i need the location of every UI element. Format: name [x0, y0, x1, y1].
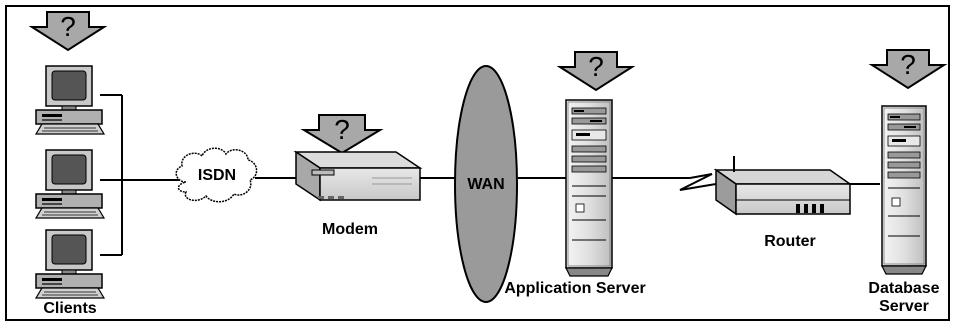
question-mark-modem: ? [334, 114, 350, 145]
wan-ellipse [454, 65, 518, 303]
application-server-label: Application Server [504, 280, 646, 297]
modem-icon [293, 150, 423, 202]
clients-label: Clients [43, 300, 97, 317]
database-server-icon [881, 105, 927, 275]
database-server-label-line2: Server [879, 298, 929, 315]
connection-lines [100, 94, 880, 256]
isdn-label: ISDN [197, 167, 237, 184]
question-mark-app-server: ? [588, 51, 604, 82]
question-mark-clients: ? [60, 11, 76, 42]
application-server-icon [565, 99, 613, 277]
client-computer-2 [34, 149, 106, 219]
client-computer-3 [34, 229, 106, 299]
router-icon [713, 156, 853, 216]
router-label: Router [764, 233, 816, 250]
client-computer-1 [34, 65, 106, 135]
modem-label: Modem [322, 221, 378, 238]
database-server-label-line1: Database [868, 280, 940, 297]
question-arrow-clients [28, 11, 108, 52]
question-arrow-modem [300, 114, 384, 155]
question-mark-db-server: ? [900, 49, 916, 80]
question-arrow-app-server [556, 51, 636, 92]
question-arrow-db-server [868, 49, 948, 90]
isdn-cloud-icon [175, 147, 258, 203]
wan-label: WAN [467, 176, 505, 193]
